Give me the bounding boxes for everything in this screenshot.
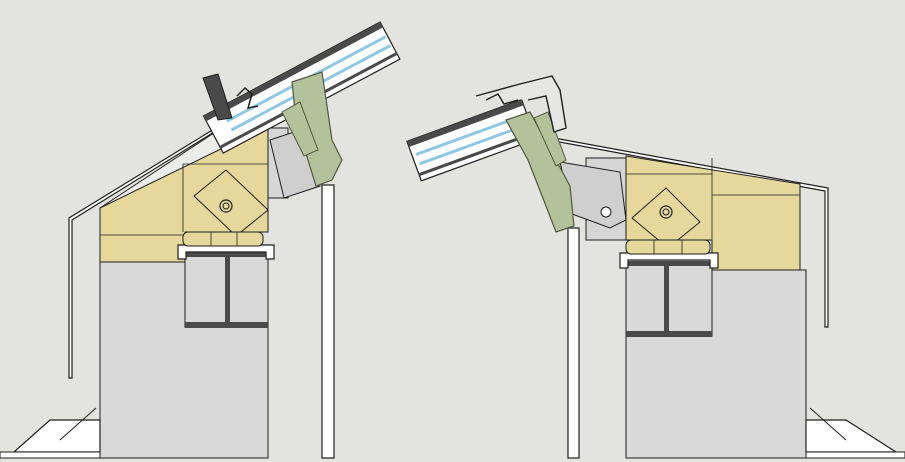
left-gasket-row xyxy=(182,231,264,247)
right-cap-hook xyxy=(485,93,519,105)
left-hinge-pin-inner xyxy=(222,202,230,210)
right-glass-pane-2 xyxy=(418,124,526,166)
right-gasket-row xyxy=(625,239,711,255)
left-mullion-post xyxy=(321,184,335,459)
right-green-gasket-2 xyxy=(533,111,567,167)
right-glass-pane-1 xyxy=(415,114,522,156)
left-base-diagonal xyxy=(59,407,97,441)
right-detail xyxy=(406,75,905,459)
left-ibeam-top-flange xyxy=(185,252,268,257)
right-ibeam-web xyxy=(664,263,669,333)
left-base-sill xyxy=(0,451,101,459)
right-hinge-pin-inner xyxy=(662,208,670,216)
right-top-cap xyxy=(475,75,567,133)
left-green-gasket-2 xyxy=(281,101,319,157)
left-sash-top-edge xyxy=(203,22,383,122)
left-drip-edge xyxy=(202,73,233,121)
left-ibeam-web xyxy=(225,255,230,325)
right-base-diagonal xyxy=(809,407,847,441)
right-sash-bottom-edge xyxy=(418,131,535,177)
right-hinge-pivot xyxy=(600,206,612,218)
right-base-sill xyxy=(805,451,905,459)
left-detail xyxy=(0,21,401,459)
right-sash-top-edge xyxy=(406,99,524,147)
right-glazed-sash xyxy=(406,98,537,182)
right-ibeam-bottom-flange xyxy=(626,331,712,337)
left-hook-detail xyxy=(236,86,259,109)
right-mullion-post xyxy=(567,227,580,459)
